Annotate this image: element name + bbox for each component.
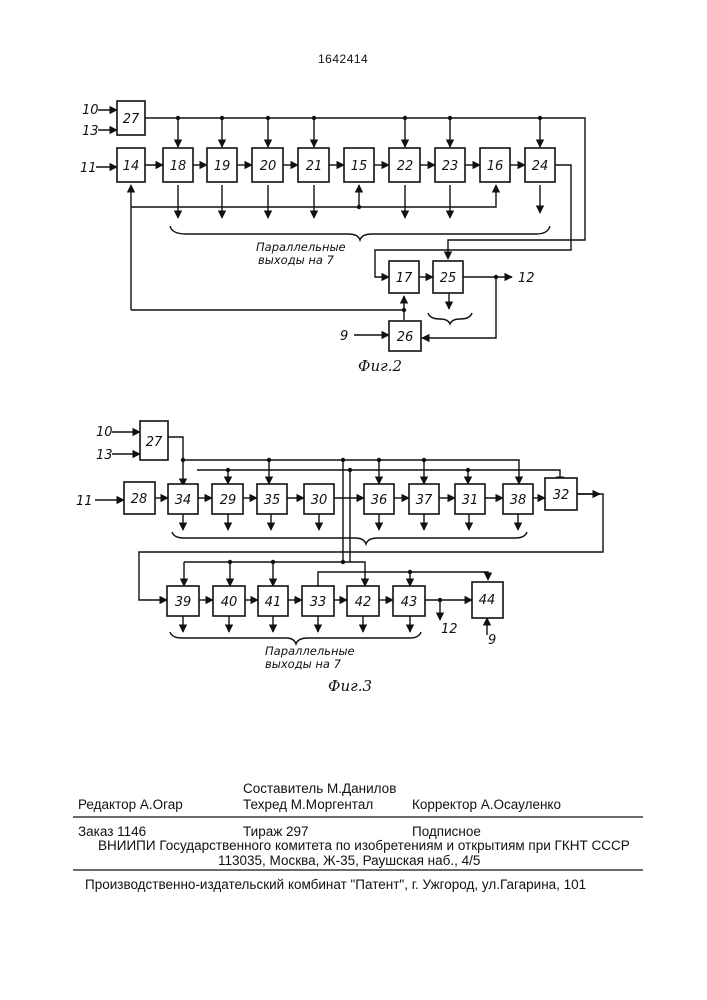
block-26: 26	[397, 330, 414, 345]
imprint-techred: Техред М.Моргентал	[243, 797, 373, 813]
block-35: 35	[264, 493, 281, 508]
block-30: 30	[311, 493, 328, 508]
block-42: 42	[355, 595, 372, 610]
parallel-outputs-label-line1: Параллельные	[265, 644, 355, 658]
imprint-publisher: Производственно-издательский комбинат "П…	[85, 877, 586, 893]
block-32: 32	[553, 488, 570, 503]
block-19: 19	[214, 159, 231, 174]
imprint-compiler: Составитель М.Данилов	[243, 781, 396, 797]
block-24: 24	[532, 159, 549, 174]
output-12: 12	[518, 271, 535, 286]
block-31: 31	[462, 493, 479, 508]
output-12: 12	[441, 622, 458, 637]
block-21: 21	[306, 159, 323, 174]
block-17: 17	[396, 271, 413, 286]
block-36: 36	[371, 493, 388, 508]
input-9: 9	[340, 329, 348, 344]
imprint-editor: Редактор А.Огар	[78, 797, 183, 813]
input-11: 11	[80, 161, 97, 176]
block-34: 34	[175, 493, 192, 508]
block-28: 28	[131, 492, 148, 507]
input-13: 13	[82, 124, 99, 139]
figure-3-caption: Фиг.3	[328, 677, 372, 695]
block-29: 29	[220, 493, 237, 508]
block-20: 20	[260, 159, 277, 174]
block-38: 38	[510, 493, 527, 508]
block-27: 27	[146, 435, 163, 450]
input-10: 10	[82, 103, 99, 118]
imprint-corrector: Корректор А.Осауленко	[412, 797, 561, 813]
block-40: 40	[221, 595, 238, 610]
block-37: 37	[416, 493, 433, 508]
block-25: 25	[440, 271, 457, 286]
input-9: 9	[488, 633, 496, 648]
imprint-address: 113035, Москва, Ж-35, Раушская наб., 4/5	[218, 853, 480, 869]
input-11: 11	[76, 494, 93, 509]
block-23: 23	[442, 159, 459, 174]
block-43: 43	[401, 595, 418, 610]
block-15: 15	[351, 159, 368, 174]
block-18: 18	[170, 159, 187, 174]
figure-2-caption: Фиг.2	[358, 357, 402, 375]
input-10: 10	[96, 425, 113, 440]
block-33: 33	[310, 595, 327, 610]
figure-2: 27 14 18 19 20 21 15 22 23 16 24 17 25 2…	[80, 101, 585, 375]
parallel-outputs-label-line1: Параллельные	[256, 240, 346, 254]
input-13: 13	[96, 448, 113, 463]
block-44: 44	[479, 593, 496, 608]
block-27: 27	[123, 112, 140, 127]
block-41: 41	[265, 595, 282, 610]
block-22: 22	[397, 159, 414, 174]
parallel-outputs-label-line2: выходы на 7	[258, 253, 335, 267]
block-39: 39	[175, 595, 192, 610]
imprint-organization: ВНИИПИ Государственного комитета по изоб…	[98, 838, 630, 854]
figure-3: 27 28 34 29 35 30 36 37 31 38 32 39 40 4…	[76, 421, 603, 695]
block-14: 14	[123, 159, 140, 174]
block-16: 16	[487, 159, 504, 174]
parallel-outputs-label-line2: выходы на 7	[265, 657, 342, 671]
